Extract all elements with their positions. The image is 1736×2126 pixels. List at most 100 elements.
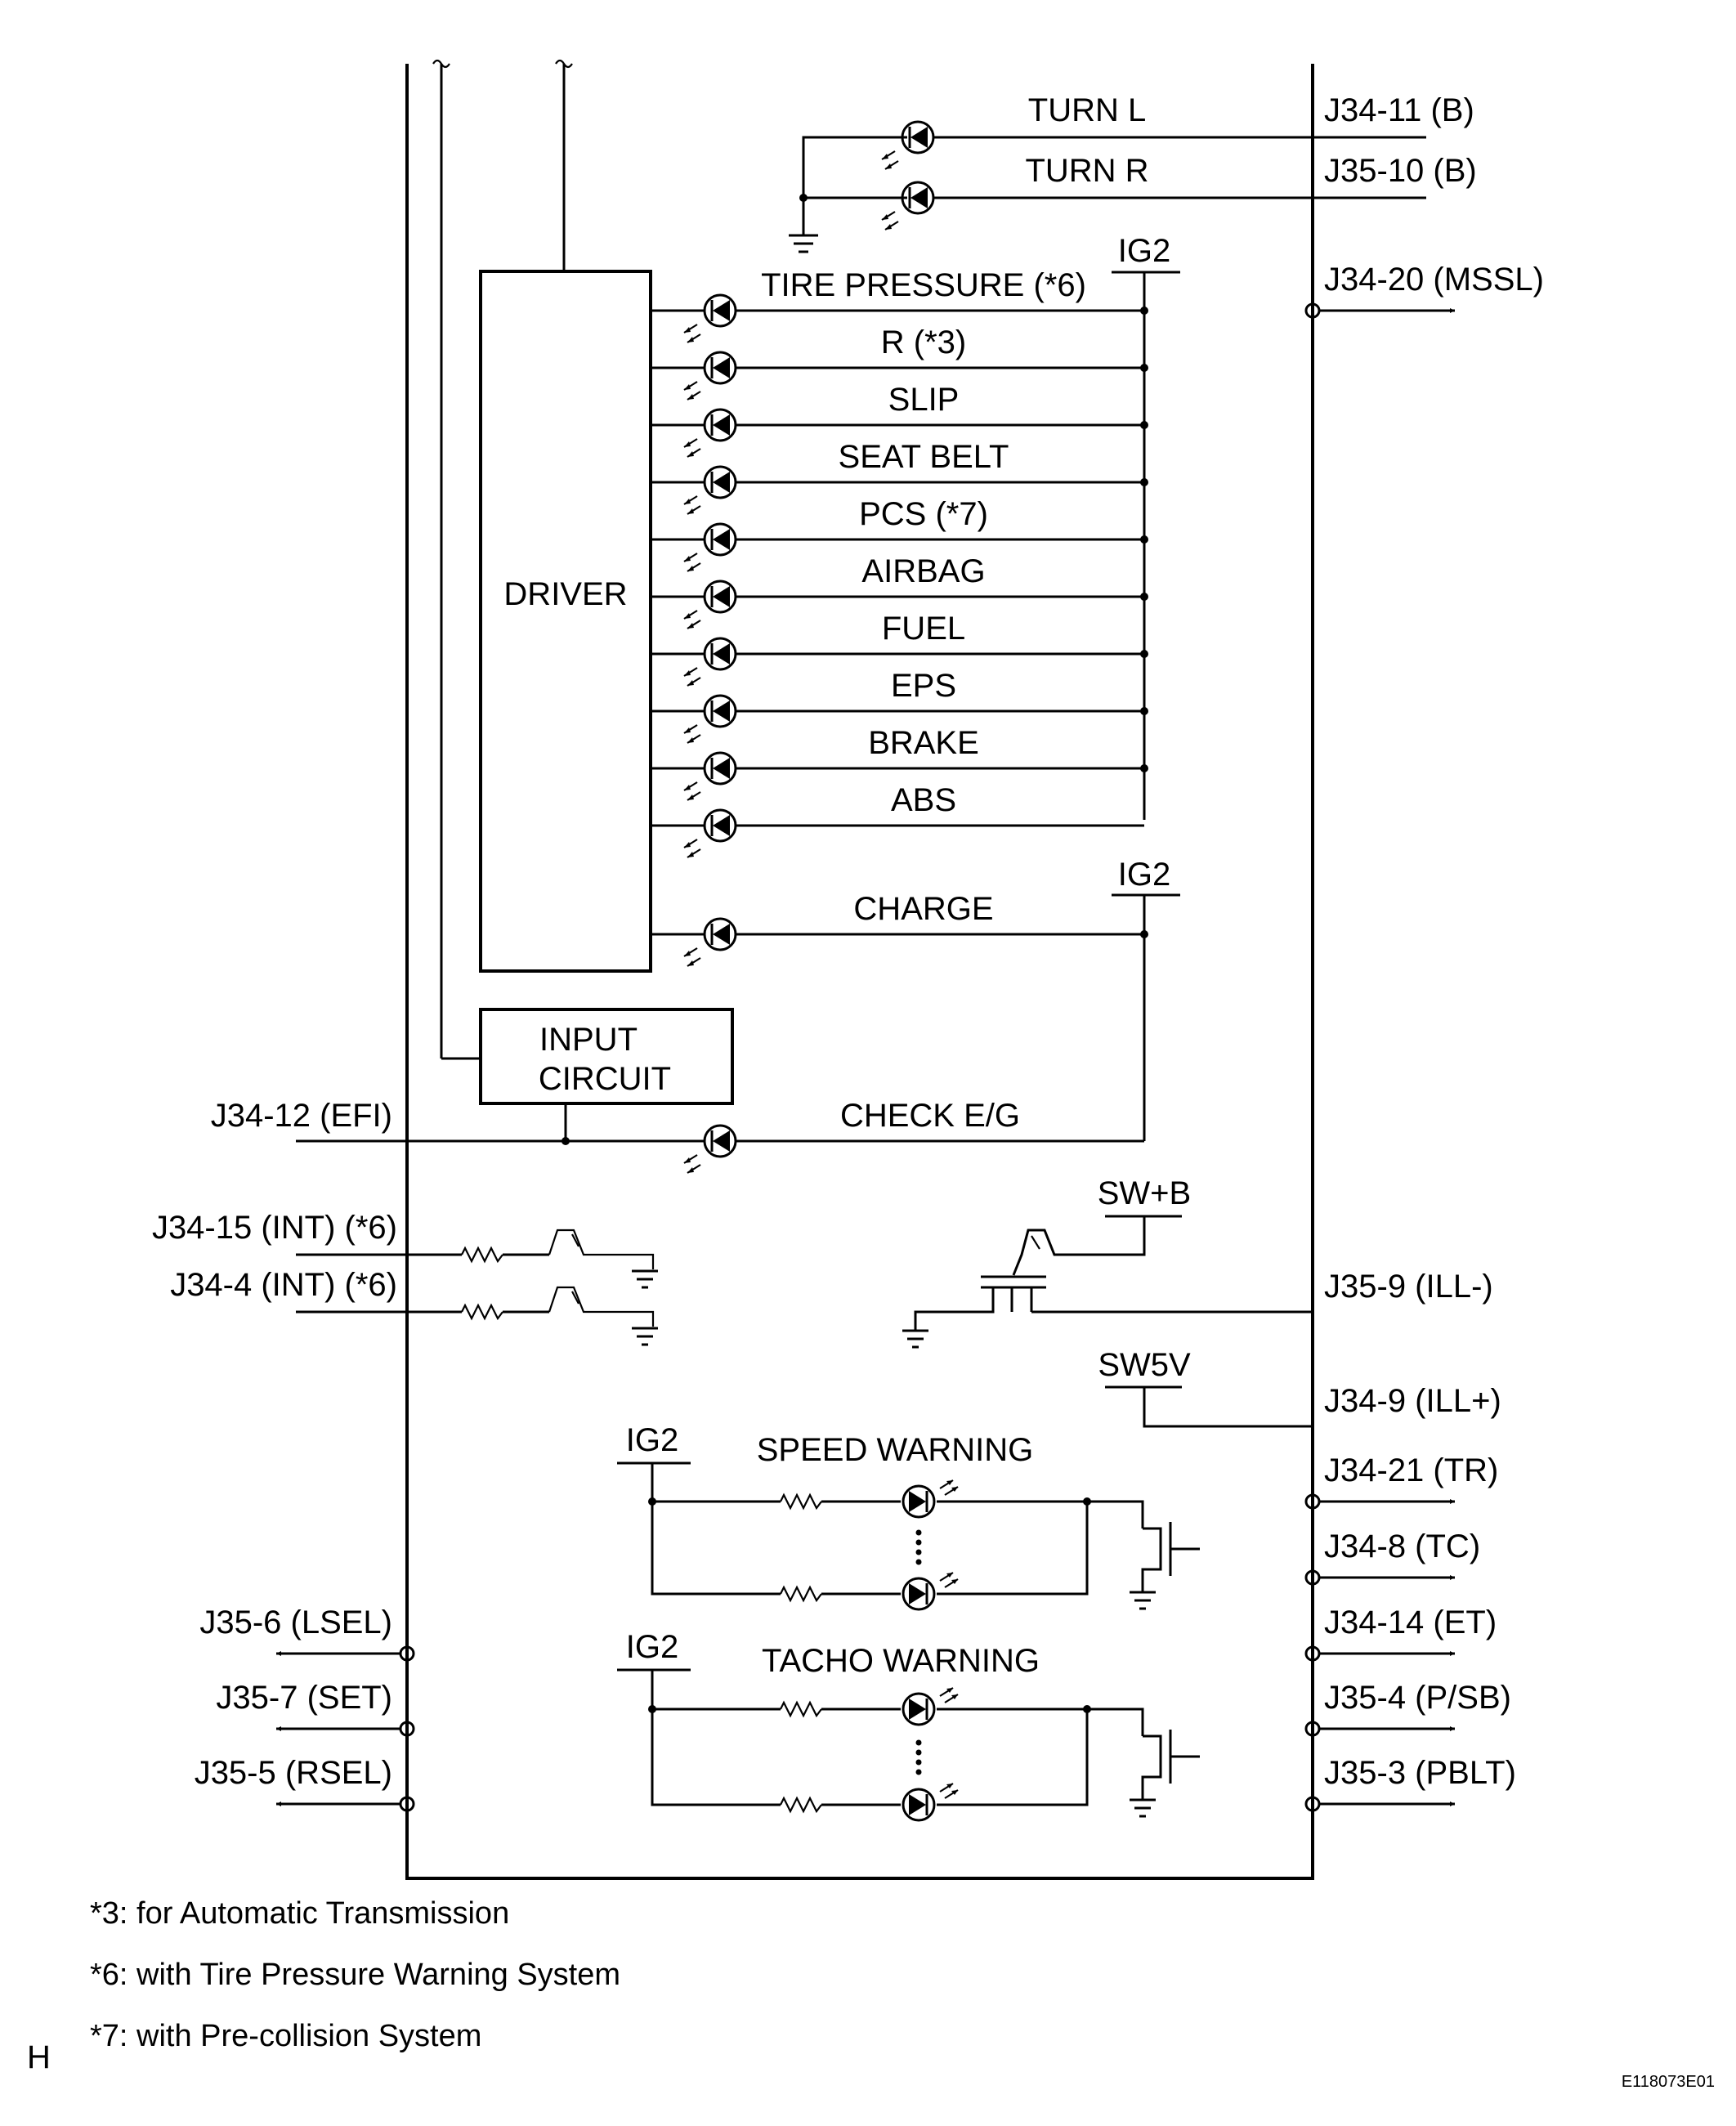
left-pins: J34-12 (EFI) J34-15 (INT) (*6) J34-4 (INT)… [152,1098,415,1812]
charge-circuit: IG2 CHARGE CHECK E/G [296,857,1180,1145]
warning-led-1 [683,351,737,401]
turn-ground [789,136,907,253]
pin-pblt-terminal [1304,1796,1321,1812]
ellipsis-dot [915,1739,922,1746]
speed-top-led [902,1479,959,1519]
warning-led-9 [683,808,737,858]
corner-letter: H [27,2039,51,2075]
pin-tr: J34-21 (TR) [1324,1452,1498,1488]
meter-outline [405,59,1314,1880]
charge-label: CHARGE [853,891,993,927]
warning-label-8: BRAKE [868,725,979,761]
ellipsis-dot [915,1749,922,1756]
ig2-label-tacho: IG2 [626,1629,678,1665]
sw5v-label: SW5V [1098,1347,1191,1383]
pin-ill-plus: J34-9 (ILL+) [1324,1383,1501,1419]
turn-led-r [881,181,935,231]
right-pins: J34-20 (MSSL) J34-21 (TR) J34-8 (TC) J34-14… [1304,262,1544,1812]
tacho-top-led [902,1687,959,1726]
pin-set: J35-7 (SET) [216,1680,392,1716]
warning-label-7: EPS [891,668,956,704]
driver-box [479,270,652,973]
warning-label-6: FUEL [882,611,965,647]
tacho-bottom-resistor [780,1796,822,1814]
pin-int-a: J34-15 (INT) (*6) [152,1210,397,1246]
warning-label-2: SLIP [888,382,960,418]
pin-set-terminal [399,1721,415,1737]
pin-int-b: J34-4 (INT) (*6) [170,1267,397,1303]
pin-mssl-terminal [1304,302,1321,319]
footnote-3: *3: for Automatic Transmission [90,1896,509,1931]
footnote-7: *7: with Pre-collision System [90,2019,481,2053]
turn-pin-0: J34-11 (B) [1324,92,1474,128]
input-circuit-box [479,1008,734,1105]
pin-tc-terminal [1304,1569,1321,1586]
ig2-label-top: IG2 [1118,233,1170,269]
warning-led-4 [683,522,737,572]
footnotes: *3: for Automatic Transmission *6: with … [27,1896,1715,2091]
charge-led [683,917,737,967]
turn-label-1: TURN R [1025,153,1148,189]
warning-label-0: TIRE PRESSURE (*6) [761,267,1086,303]
speed-tacho-leds [780,1479,959,1823]
charge-check-leds [683,917,737,1174]
warning-led-6 [683,637,737,687]
ellipsis-dot [915,1539,922,1546]
check-eg-led [683,1124,737,1174]
illumination-circuit: SW+B SW5V [902,1175,1313,1428]
driver-label: DRIVER [503,576,627,612]
speed-warning-label: SPEED WARNING [757,1432,1034,1468]
warning-label-3: SEAT BELT [839,439,1009,475]
footnote-6: *6: with Tire Pressure Warning System [90,1958,620,1992]
int-switches [296,1229,658,1346]
pin-psb-terminal [1304,1721,1321,1737]
pin-mssl: J34-20 (MSSL) [1324,262,1544,298]
ellipsis-dot [915,1759,922,1766]
ig2-label-charge: IG2 [1118,857,1170,893]
tacho-top-resistor [780,1700,822,1718]
pin-rsel-terminal [399,1796,415,1812]
warning-led-7 [683,694,737,744]
ellipsis-dot [915,1529,922,1536]
pin-pblt: J35-3 (PBLT) [1324,1755,1516,1791]
warning-led-5 [683,580,737,629]
figure-code: E118073E01 [1622,2073,1715,2091]
input-circuit-label-2: CIRCUIT [539,1061,671,1097]
tacho-warning-label: TACHO WARNING [762,1643,1040,1679]
speed-tacho-circuit: IG2 SPEED WARNING IG2 TACHO WARNING [617,1422,1200,1818]
warning-label-9: ABS [891,782,956,818]
turn-led-l [881,120,935,170]
input-circuit-label-1: INPUT [539,1022,638,1058]
pin-et: J34-14 (ET) [1324,1605,1497,1640]
ellipsis-dot [915,1769,922,1775]
ellipsis-dot [915,1549,922,1555]
warning-led-8 [683,751,737,801]
warning-led-3 [683,465,737,515]
speed-bottom-led [902,1572,959,1611]
warning-label-5: AIRBAG [861,553,985,589]
pin-rsel: J35-5 (RSEL) [195,1755,392,1791]
turn-wires: TURN L J34-11 (B) TURN R J35-10 (B) [881,92,1477,231]
pin-et-terminal [1304,1645,1321,1662]
ig2-bus: IG2 [1112,233,1180,820]
speed-top-resistor [780,1493,822,1511]
warning-led-2 [683,408,737,458]
ellipsis-dot [915,1559,922,1565]
pin-tr-terminal [1304,1493,1321,1510]
pin-lsel-terminal [399,1645,415,1662]
warning-led-0 [683,293,737,343]
sw-b-label: SW+B [1098,1175,1191,1211]
speed-bottom-resistor [780,1585,822,1603]
tacho-bottom-led [902,1783,959,1822]
warning-label-4: PCS (*7) [859,496,988,532]
turn-label-0: TURN L [1028,92,1146,128]
pin-efi: J34-12 (EFI) [211,1098,392,1134]
check-eg-label: CHECK E/G [840,1098,1020,1134]
turn-pin-1: J35-10 (B) [1324,153,1477,189]
pin-ill-minus: J35-9 (ILL-) [1324,1269,1493,1305]
pin-psb: J35-4 (P/SB) [1324,1680,1511,1716]
warning-label-1: R (*3) [881,324,966,360]
pin-tc: J34-8 (TC) [1324,1528,1480,1564]
warning-lamps: TIRE PRESSURE (*6) R (*3) SLIP SEAT BELT PCS… [651,267,1148,858]
